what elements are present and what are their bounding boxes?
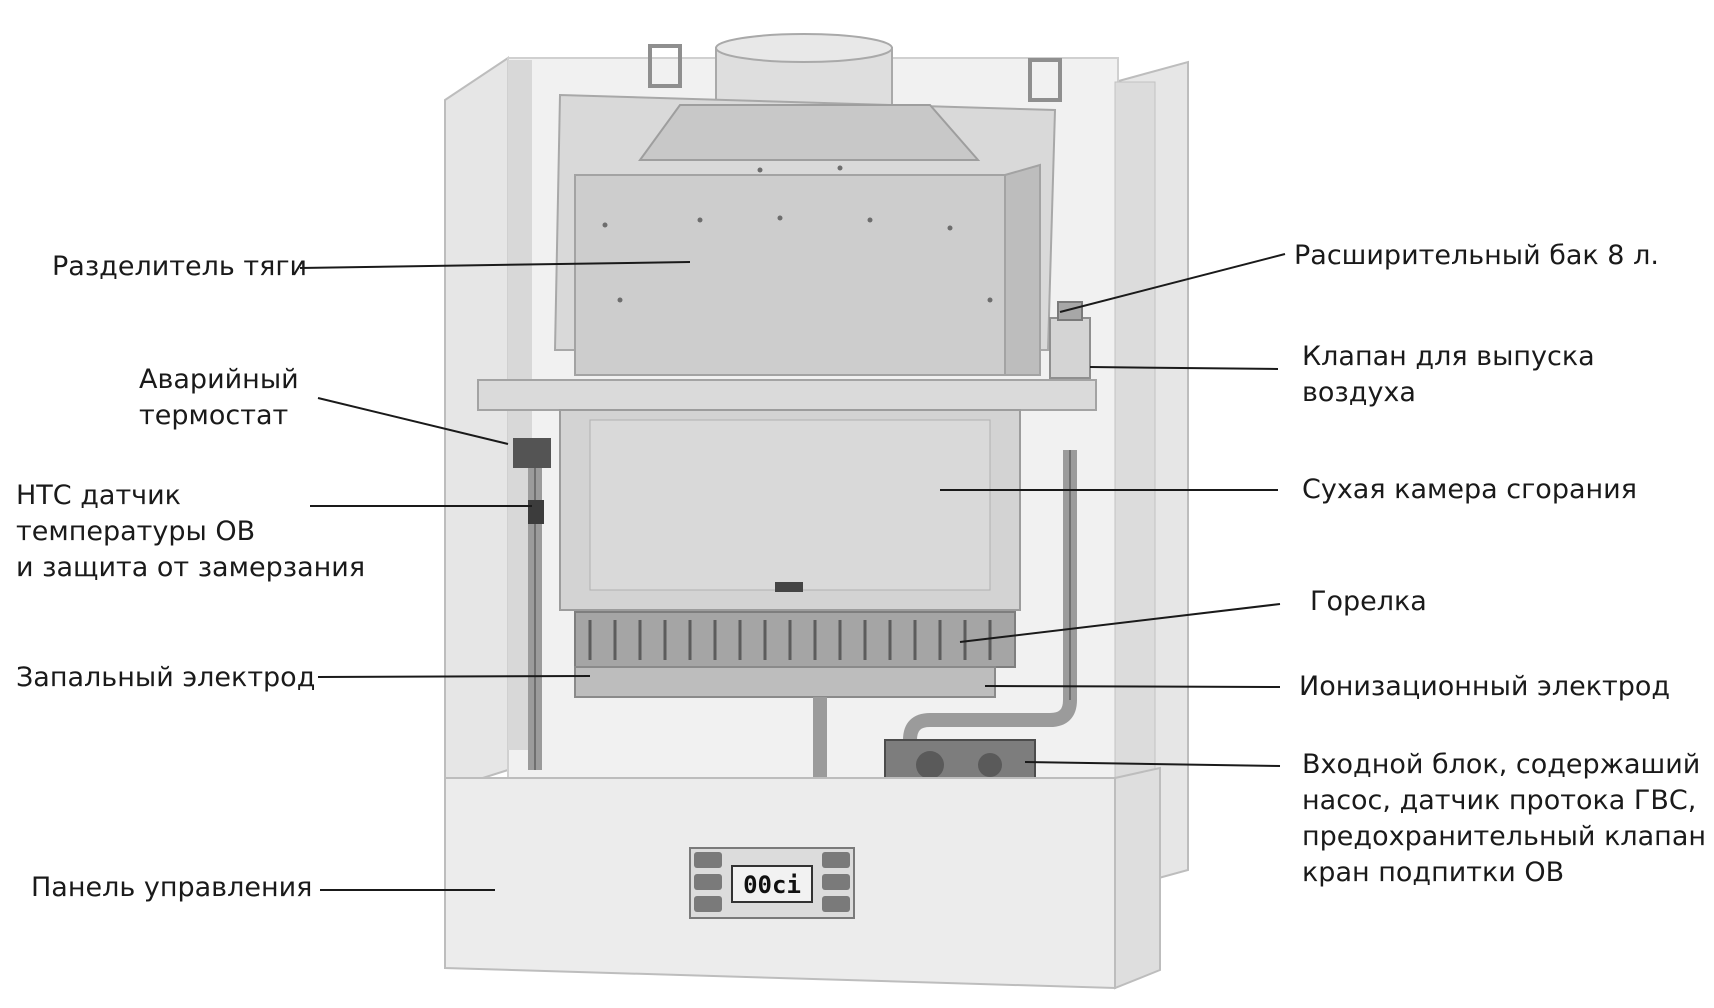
emergency-thermostat bbox=[513, 438, 551, 468]
display-reading: 00ci bbox=[743, 871, 801, 899]
label-ionization-electrode: Ионизационный электрод bbox=[1299, 669, 1670, 705]
label-air-vent-valve-line2: воздуха bbox=[1302, 377, 1416, 408]
label-inlet-block-line3: предохранительный клапан и bbox=[1302, 821, 1714, 852]
label-air-vent-valve-line1: Клапан для выпуска bbox=[1302, 341, 1595, 372]
combustion-chamber bbox=[559, 409, 1021, 611]
label-ntc-sensor: НТС датчик температуры ОВ и защита от за… bbox=[16, 478, 365, 586]
label-emergency-thermostat: Аварийный термостат bbox=[139, 362, 299, 434]
label-expansion-tank: Расширительный бак 8 л. bbox=[1294, 238, 1659, 274]
label-inlet-block-line4: кран подпитки ОВ bbox=[1302, 857, 1565, 888]
label-inlet-block: Входной блок, содержаший насос, датчик п… bbox=[1302, 747, 1714, 891]
label-expansion-tank-text: Расширительный бак 8 л. bbox=[1294, 240, 1659, 271]
label-dry-combustion-chamber-text: Сухая камера сгорания bbox=[1302, 474, 1637, 505]
label-dry-combustion-chamber: Сухая камера сгорания bbox=[1302, 472, 1637, 508]
control-panel bbox=[444, 766, 1161, 990]
label-draft-divider: Разделитель тяги bbox=[52, 249, 307, 285]
label-emergency-thermostat-line1: Аварийный bbox=[139, 364, 299, 395]
label-burner: Горелка bbox=[1310, 584, 1427, 620]
label-inlet-block-line2: насос, датчик протока ГВС, bbox=[1302, 785, 1697, 816]
label-ntc-sensor-line3: и защита от замерзания bbox=[16, 552, 366, 583]
leader-lines bbox=[299, 253, 1286, 891]
label-ionization-electrode-text: Ионизационный электрод bbox=[1299, 671, 1671, 702]
label-inlet-block-line1: Входной блок, содержаший bbox=[1302, 749, 1701, 780]
label-air-vent-valve: Клапан для выпуска воздуха bbox=[1302, 339, 1595, 411]
label-burner-text: Горелка bbox=[1310, 586, 1427, 617]
label-control-panel: Панель управления bbox=[31, 870, 312, 906]
ntc-sensor bbox=[528, 500, 544, 524]
support-bar bbox=[477, 379, 1097, 411]
label-emergency-thermostat-line2: термостат bbox=[139, 400, 289, 431]
label-ntc-sensor-line1: НТС датчик bbox=[16, 480, 181, 511]
label-draft-divider-text: Разделитель тяги bbox=[52, 251, 308, 282]
label-ntc-sensor-line2: температуры ОВ bbox=[16, 516, 256, 547]
label-ignition-electrode: Запальный электрод bbox=[16, 660, 315, 696]
burner bbox=[574, 611, 1016, 698]
label-control-panel-text: Панель управления bbox=[31, 872, 313, 903]
draft-hood bbox=[553, 93, 1057, 376]
label-ignition-electrode-text: Запальный электрод bbox=[16, 662, 316, 693]
air-vent bbox=[1049, 301, 1091, 379]
